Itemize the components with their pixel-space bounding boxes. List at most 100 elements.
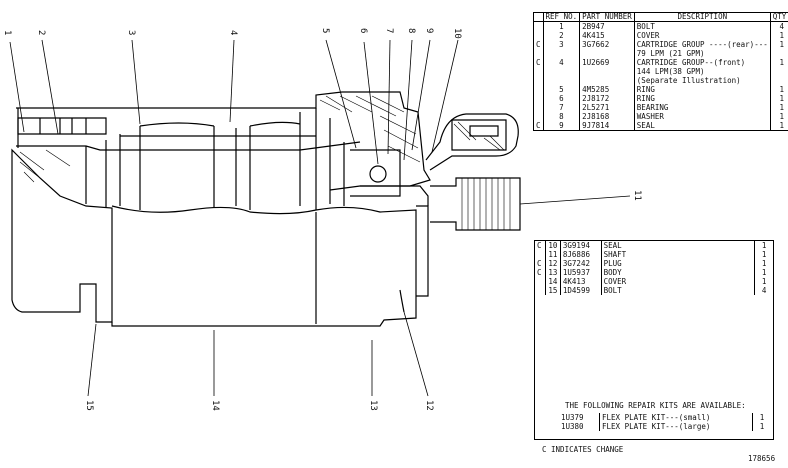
callout-5: 5 xyxy=(320,28,330,34)
header-change xyxy=(533,12,544,22)
part-number: 3G7242 xyxy=(560,259,602,268)
change-mark xyxy=(533,49,544,58)
callout-1: 1 xyxy=(2,30,12,36)
callout-9: 9 xyxy=(424,28,434,34)
callout-2: 2 xyxy=(36,30,46,36)
change-mark: C xyxy=(535,268,546,277)
callout-3: 3 xyxy=(126,30,136,36)
description: BOLT xyxy=(601,286,756,295)
description: COVER xyxy=(634,31,771,40)
part-number: 2L5271 xyxy=(579,103,635,112)
table-header-row: REF NO. PART NUMBER DESCRIPTION QTY. xyxy=(533,12,788,22)
quantity: 1 xyxy=(779,58,785,67)
ref-no: 6 xyxy=(543,94,581,103)
table-row: 144 LPM(38 GPM) xyxy=(533,67,788,76)
bolt-shank xyxy=(17,117,107,135)
part-number: 2B947 xyxy=(579,21,635,31)
part-number xyxy=(579,49,635,58)
part-number: 1D4599 xyxy=(560,286,602,295)
ref-no: 9 xyxy=(543,121,581,131)
body-outline xyxy=(111,205,417,327)
quantity: 1 xyxy=(761,259,767,268)
quantity: 1 xyxy=(761,250,767,259)
ref-no: 11 xyxy=(545,250,561,259)
change-mark xyxy=(533,85,544,94)
change-mark: C xyxy=(533,121,544,131)
quantity: 4 xyxy=(761,286,767,295)
change-mark xyxy=(533,31,544,40)
description: BODY xyxy=(601,268,756,277)
change-mark: C xyxy=(533,40,544,49)
kit-part-number: 1U380 xyxy=(559,422,600,431)
part-number: 2J8172 xyxy=(579,94,635,103)
drawing-number: 178656 xyxy=(748,454,776,463)
header-qty: QTY. xyxy=(770,12,788,22)
ref-no: 1 xyxy=(543,21,581,31)
description: SHAFT xyxy=(601,250,756,259)
bearing-ball xyxy=(369,165,387,183)
cartridge-region xyxy=(16,141,361,151)
callout-12: 12 xyxy=(424,400,434,411)
part-number: 8J6886 xyxy=(560,250,602,259)
change-mark xyxy=(533,94,544,103)
ref-no: 14 xyxy=(545,277,561,286)
ref-no: 13 xyxy=(545,268,561,277)
quantity: 1 xyxy=(779,85,785,94)
description: BOLT xyxy=(634,21,771,31)
ref-no: 3 xyxy=(543,40,581,49)
ref-no: 5 xyxy=(543,85,581,94)
quantity: 1 xyxy=(779,31,785,40)
table-row: (Separate Illustration) xyxy=(533,76,788,85)
callout-6: 6 xyxy=(358,28,368,34)
description: WASHER xyxy=(634,112,771,121)
part-number: 3G7662 xyxy=(579,40,635,49)
change-mark xyxy=(533,76,544,85)
ref-no xyxy=(543,76,581,85)
part-number xyxy=(579,67,635,76)
quantity: 1 xyxy=(779,103,785,112)
description: 79 LPM (21 GPM) xyxy=(634,49,771,58)
description: SEAL xyxy=(634,121,771,131)
ref-no: 8 xyxy=(543,112,581,121)
part-number xyxy=(579,76,635,85)
part-number: 1U5937 xyxy=(560,268,602,277)
part-number: 3G9194 xyxy=(560,241,602,250)
callout-8: 8 xyxy=(406,28,416,34)
change-mark xyxy=(535,286,546,295)
change-mark xyxy=(533,67,544,76)
kit-quantity: 1 xyxy=(759,422,765,431)
part-number: 1U2669 xyxy=(579,58,635,67)
callout-14: 14 xyxy=(210,400,220,411)
change-mark xyxy=(533,103,544,112)
quantity: 1 xyxy=(779,112,785,121)
change-mark xyxy=(533,21,544,31)
description: SEAL xyxy=(601,241,756,250)
description: PLUG xyxy=(601,259,756,268)
ref-no: 7 xyxy=(543,103,581,112)
quantity: 1 xyxy=(761,268,767,277)
change-mark xyxy=(535,277,546,286)
quantity xyxy=(770,67,788,76)
description: (Separate Illustration) xyxy=(634,76,771,85)
seal-detail-inset xyxy=(425,113,519,171)
callout-15: 15 xyxy=(84,400,94,411)
header-ref-no: REF NO. xyxy=(543,12,581,22)
ref-no: 4 xyxy=(543,58,581,67)
part-number: 4K413 xyxy=(560,277,602,286)
repair-kits-heading: THE FOLLOWING REPAIR KITS ARE AVAILABLE: xyxy=(565,401,746,410)
ref-no xyxy=(543,49,581,58)
callout-13: 13 xyxy=(368,400,378,411)
table-row: 79 LPM (21 GPM) xyxy=(533,49,788,58)
